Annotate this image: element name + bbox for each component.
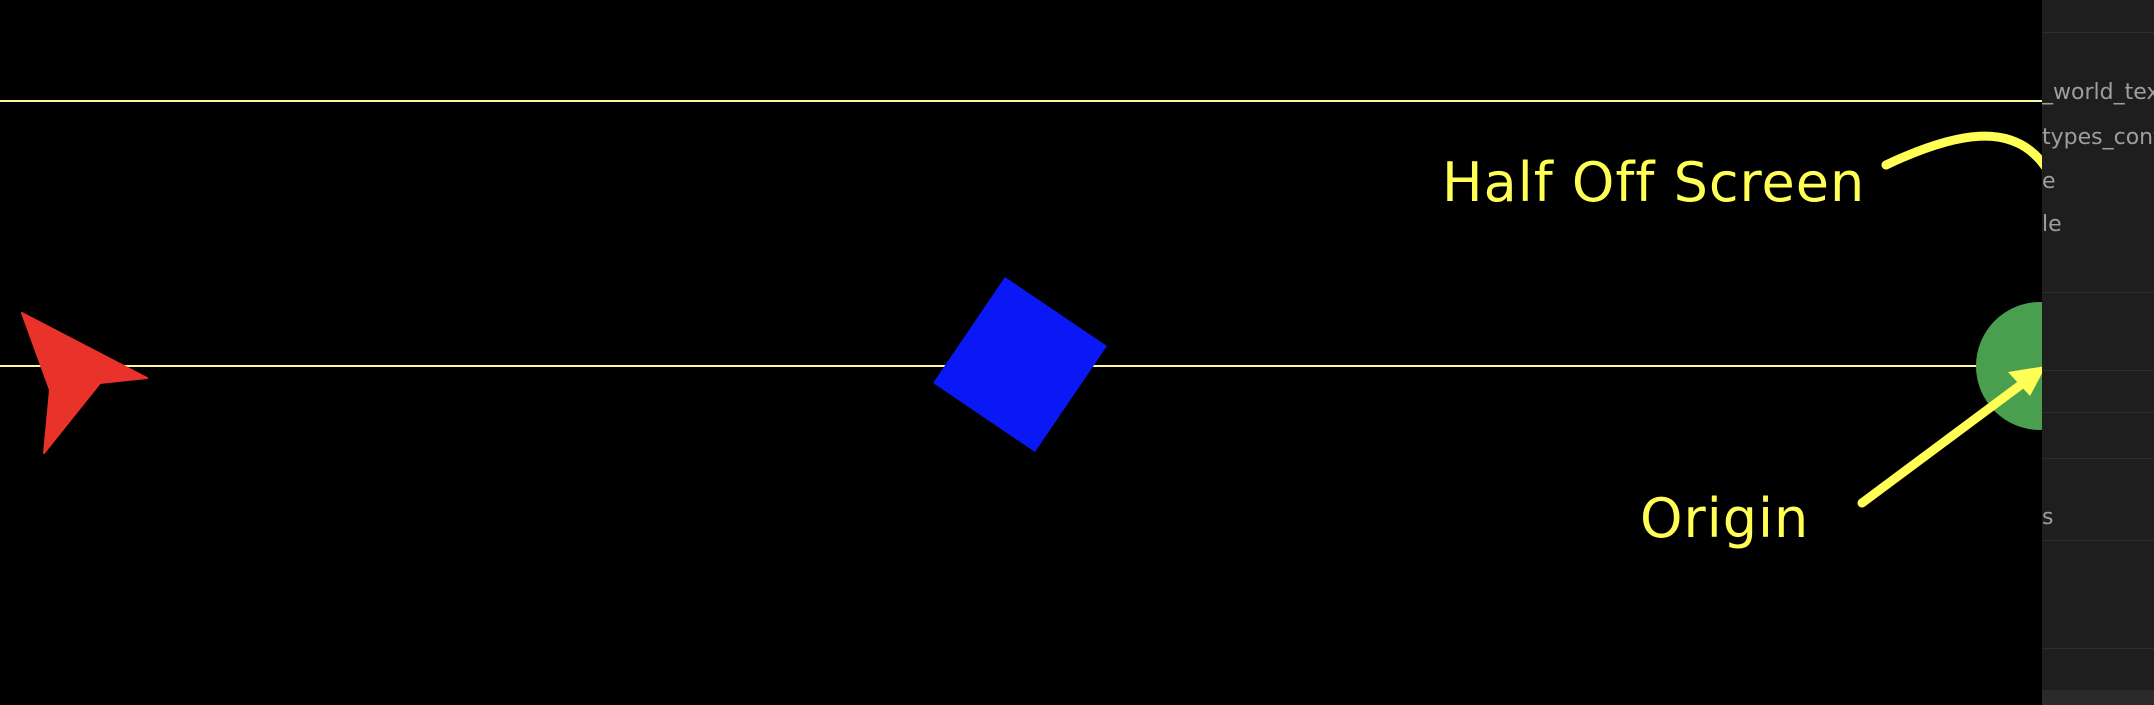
panel-divider (2042, 648, 2154, 649)
panel-item-le[interactable]: le (2042, 212, 2062, 237)
origin-arrowhead-icon (2008, 366, 2046, 396)
panel-item-e[interactable]: e (2042, 169, 2056, 194)
panel-item-types-conf[interactable]: types_conf (2042, 125, 2154, 150)
panel-item-s[interactable]: s (2042, 505, 2054, 530)
panel-divider (2042, 458, 2154, 459)
panel-divider (2042, 412, 2154, 413)
origin-label: Origin (1640, 487, 1810, 550)
red-arrowhead-sprite (21, 312, 148, 454)
panel-divider (2042, 540, 2154, 541)
half-off-screen-label: Half Off Screen (1442, 151, 1866, 214)
inspector-side-panel: _world_tex types_conf e le s (2042, 0, 2154, 705)
panel-divider (2042, 292, 2154, 293)
panel-divider (2042, 370, 2154, 371)
panel-bottom-bar (2042, 690, 2154, 705)
blue-rotated-square-sprite (933, 277, 1107, 452)
panel-item-world-tex[interactable]: _world_tex (2042, 80, 2154, 105)
origin-arrow-shaft (1857, 373, 2035, 508)
panel-divider (2042, 32, 2154, 33)
